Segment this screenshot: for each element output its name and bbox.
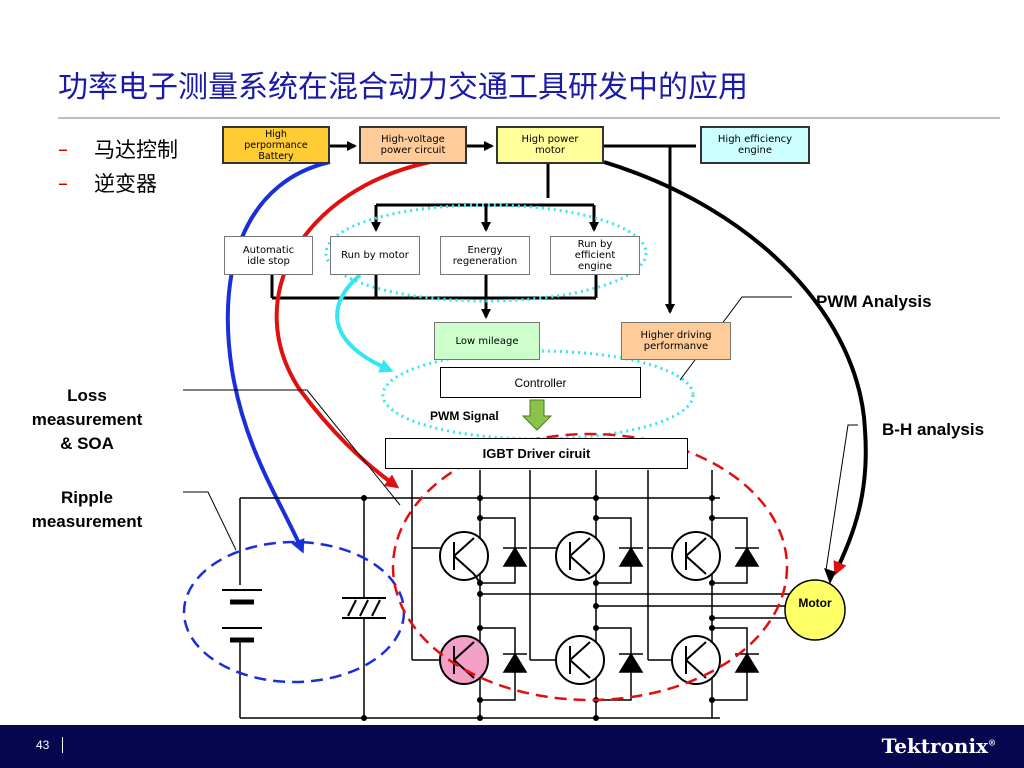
capacitor-symbol (342, 597, 386, 619)
igbt-lower-1-highlighted (439, 635, 489, 685)
battery-symbol (222, 585, 262, 643)
low-mileage-box: Low mileage (434, 322, 540, 360)
higher-driving-box: Higher driving performanve (621, 322, 731, 360)
page-number: 43 (36, 738, 50, 752)
blue-arrow (225, 160, 331, 554)
pwm-signal-arrow (521, 399, 553, 431)
bullet-text: 逆变器 (94, 172, 157, 196)
bullet-dash: – (58, 137, 68, 161)
bullet-list: – 马达控制 – 逆变器 (58, 132, 178, 200)
energy-regen-box: Energy regeneration (440, 236, 530, 275)
bullet-item: – 逆变器 (58, 166, 178, 200)
brand-mark: ® (988, 737, 996, 748)
system-diagram (182, 141, 868, 721)
page-separator (62, 737, 63, 753)
bullet-item: – 马达控制 (58, 132, 178, 166)
igbt-lower-3 (671, 635, 721, 685)
igbt-lower-2 (555, 635, 605, 685)
brand-logo: Tektronix® (882, 734, 996, 758)
diodes (502, 546, 760, 673)
junction-dots (361, 495, 715, 721)
cyan-arrow (335, 273, 394, 373)
bh-arrow (603, 160, 868, 576)
igbt-upper-2 (555, 531, 605, 581)
leader-lines (183, 296, 858, 571)
red-arrow (274, 160, 431, 489)
motor-circle (784, 579, 846, 641)
motor-label: Motor (798, 596, 832, 610)
igbt-transistors (439, 531, 721, 685)
run-efficient-box: Run by efficient engine (550, 236, 640, 275)
efficiency-engine-box: High efficiency engine (700, 126, 810, 164)
igbt-upper-3 (671, 531, 721, 581)
footer-bar: 43 Tektronix® (0, 725, 1024, 768)
pwm-analysis-label: PWM Analysis (816, 292, 932, 311)
power-motor-box: High power motor (496, 126, 604, 164)
igbt-driver-box: IGBT Driver ciruit (385, 438, 688, 469)
bullet-dash: – (58, 171, 68, 195)
run-motor-box: Run by motor (330, 236, 420, 275)
pwm-signal-label: PWM Signal (430, 409, 499, 423)
hv-circuit-box: High-voltage power circuit (359, 126, 467, 164)
bh-analysis-label: B-H analysis (882, 420, 985, 439)
ripple-measurement-label: Ripple measurement (31, 488, 143, 531)
run-modes-highlight (324, 203, 648, 303)
inverter-highlight (391, 432, 789, 702)
bullet-text: 马达控制 (94, 138, 178, 162)
loss-measurement-label: Loss measurement & SOA (31, 386, 143, 453)
controller-box: Controller (440, 367, 641, 398)
battery-box: High perpormance Battery (222, 126, 330, 164)
auto-idle-box: Automatic idle stop (224, 236, 313, 275)
top-row-connectors (270, 141, 696, 319)
page-title: 功率电子测量系统在混合动力交通工具研发中的应用 (58, 70, 748, 105)
title-divider (58, 117, 1000, 119)
igbt-upper-1 (439, 531, 489, 584)
brand-name: Tektronix (881, 734, 988, 758)
